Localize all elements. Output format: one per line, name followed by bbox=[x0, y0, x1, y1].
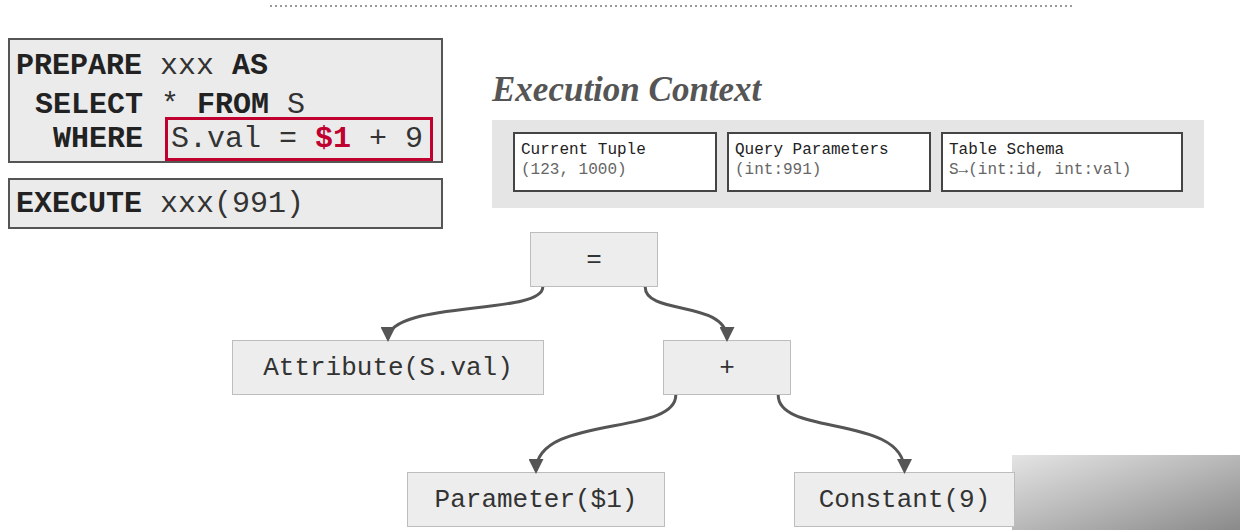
parameter-node: Parameter($1) bbox=[407, 472, 665, 527]
context-value: (123, 1000) bbox=[521, 160, 709, 180]
node-label: Attribute(S.val) bbox=[263, 353, 513, 383]
code-line: WHERE bbox=[53, 120, 143, 158]
node-label: Parameter($1) bbox=[435, 485, 638, 515]
context-box: Query Parameters(int:991) bbox=[727, 132, 931, 192]
code-token: S.val = bbox=[171, 122, 297, 156]
execution-context-band: Execution ContextCurrent Tuple(123, 1000… bbox=[492, 120, 1204, 208]
context-box: Table SchemaS→(int:id, int:val) bbox=[941, 132, 1183, 192]
code-token: WHERE bbox=[53, 122, 143, 156]
prepare-statement-box: PREPARExxxASSELECT*FROMSWHERES.val =$1+ … bbox=[8, 38, 443, 163]
constant-node: Constant(9) bbox=[794, 472, 1015, 527]
context-heading: Table Schema bbox=[949, 140, 1175, 160]
code-token: SELECT bbox=[35, 88, 143, 122]
band-heading: Execution Context bbox=[492, 70, 761, 110]
node-label: + bbox=[719, 353, 735, 383]
operator-node: + bbox=[663, 340, 791, 395]
code-line: PREPARE xxx AS bbox=[16, 47, 268, 85]
speaker-video-thumbnail bbox=[1012, 455, 1240, 530]
tree-connector bbox=[645, 287, 727, 339]
context-heading: Query Parameters bbox=[735, 140, 923, 160]
code-token: $1 bbox=[315, 122, 351, 156]
tree-connector bbox=[536, 395, 676, 471]
code-token: PREPARE bbox=[16, 49, 142, 83]
code-token: AS bbox=[232, 49, 268, 83]
code-token: xxx(991) bbox=[160, 187, 304, 221]
code-token: xxx bbox=[160, 49, 214, 83]
top-dotted-rule bbox=[270, 5, 1075, 7]
context-heading: Current Tuple bbox=[521, 140, 709, 160]
predicate-highlight-box: S.val = $1 + 9 bbox=[165, 117, 433, 161]
context-box: Current Tuple(123, 1000) bbox=[513, 132, 717, 192]
node-label: = bbox=[586, 245, 602, 275]
tree-connector bbox=[388, 287, 543, 339]
code-token: + 9 bbox=[369, 122, 423, 156]
code-line: EXECUTE xxx(991) bbox=[16, 185, 304, 223]
execute-statement-box: EXECUTE xxx(991) bbox=[8, 178, 443, 229]
operator-node: = bbox=[530, 232, 658, 287]
tree-connector bbox=[778, 395, 904, 471]
node-label: Constant(9) bbox=[819, 485, 991, 515]
code-token: EXECUTE bbox=[16, 187, 142, 221]
context-value: S→(int:id, int:val) bbox=[949, 160, 1175, 180]
attribute-node: Attribute(S.val) bbox=[232, 340, 544, 395]
code-line: S.val = $1 + 9 bbox=[171, 120, 423, 158]
context-value: (int:991) bbox=[735, 160, 923, 180]
